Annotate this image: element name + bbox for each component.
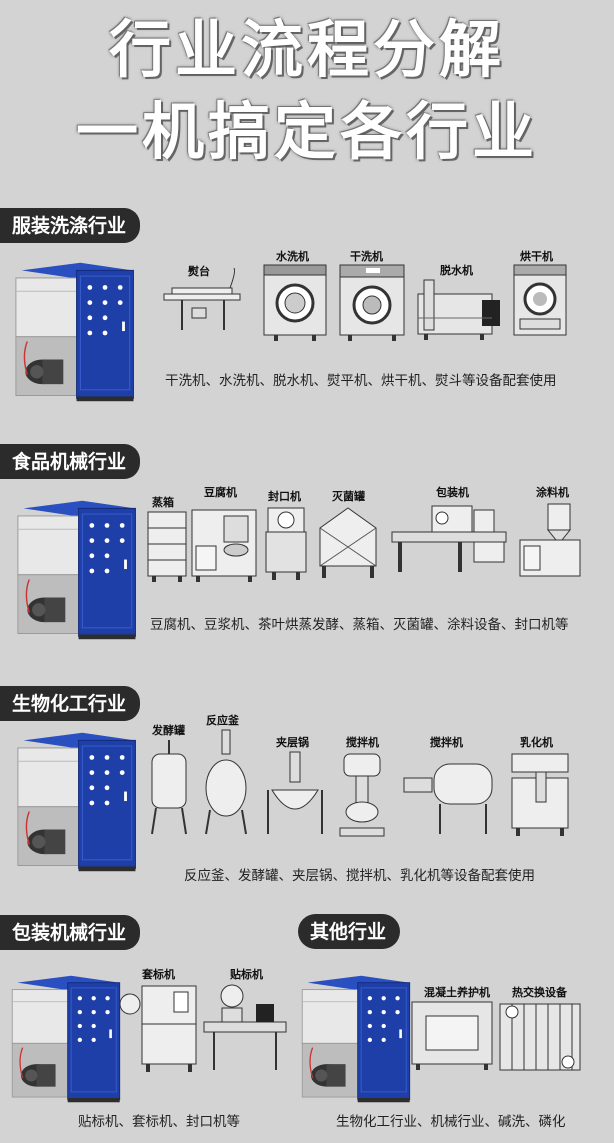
extractor-image: [417, 279, 500, 340]
ironing-table-image: [163, 267, 241, 330]
horizontal-mixer-image: [403, 763, 493, 834]
section-heading-food: 食品机械行业: [0, 444, 141, 479]
machine-label: 热交换设备: [512, 986, 567, 999]
machine-label: 反应釜: [206, 714, 239, 727]
coating-machine-image: [519, 503, 581, 577]
machine-label: 乳化机: [520, 736, 553, 749]
section-heading-biochem: 生物化工行业: [0, 686, 141, 721]
machine-label: 搅拌机: [430, 736, 463, 749]
tofu-machine-image: [191, 509, 257, 582]
machine-label: 脱水机: [440, 264, 473, 277]
fermenter-image: [151, 740, 187, 835]
machine-label: 蒸箱: [152, 496, 174, 509]
steam-generator-image: [16, 727, 144, 877]
title-line-2: 一机搞定各行业: [75, 95, 538, 168]
sterilizer-image: [319, 507, 377, 578]
section-caption: 贴标机、套标机、封口机等: [78, 1114, 240, 1130]
steam-generator-image: [300, 974, 418, 1104]
reactor-image: [205, 729, 247, 835]
machine-label: 混凝土养护机: [424, 986, 490, 999]
dryer-image: [513, 264, 567, 336]
machine-label: 包装机: [436, 486, 469, 499]
washing-machine-image: [263, 264, 327, 341]
machine-label: 豆腐机: [204, 486, 237, 499]
machine-label: 烘干机: [520, 250, 553, 263]
steam-generator-image: [10, 974, 128, 1104]
machine-label: 涂料机: [536, 486, 569, 499]
steam-generator-image: [14, 257, 142, 407]
section-heading-others: 其他行业: [298, 914, 401, 949]
emulsifier-image: [511, 753, 569, 836]
machine-label: 灭菌罐: [332, 490, 365, 503]
section-heading-packaging: 包装机械行业: [0, 915, 141, 950]
packaging-machine-image: [391, 505, 507, 572]
steam-box-image: [147, 511, 187, 582]
concrete-curing-machine-image: [411, 1001, 493, 1070]
dry-cleaner-image: [339, 264, 405, 341]
title-line-1: 行业流程分解: [108, 13, 505, 86]
section-caption: 反应釜、发酵罐、夹层锅、搅拌机、乳化机等设备配套使用: [184, 868, 535, 884]
machine-label: 熨台: [188, 265, 210, 278]
sealing-machine-image: [265, 507, 307, 580]
machine-label: 套标机: [142, 968, 175, 981]
heat-exchanger-image: [499, 1003, 581, 1071]
machine-label: 发酵罐: [152, 724, 185, 737]
section-heading-laundry: 服装洗涤行业: [0, 208, 141, 243]
jacketed-kettle-image: [267, 751, 323, 834]
machine-label: 水洗机: [276, 250, 309, 263]
machine-label: 干洗机: [350, 250, 383, 263]
section-caption: 生物化工行业、机械行业、碱洗、磷化: [336, 1114, 566, 1130]
section-caption: 干洗机、水洗机、脱水机、熨平机、烘干机、熨斗等设备配套使用: [165, 373, 557, 389]
sleeve-labeler-image: [119, 985, 197, 1072]
machine-label: 封口机: [268, 490, 301, 503]
machine-label: 贴标机: [230, 968, 263, 981]
machine-label: 夹层锅: [276, 736, 309, 749]
section-caption: 豆腐机、豆浆机、茶叶烘蒸发酵、蒸箱、灭菌罐、涂料设备、封口机等: [150, 617, 569, 633]
labeler-image: [203, 984, 287, 1070]
steam-generator-image: [16, 495, 144, 645]
machine-label: 搅拌机: [346, 736, 379, 749]
mixer-image: [339, 753, 385, 837]
